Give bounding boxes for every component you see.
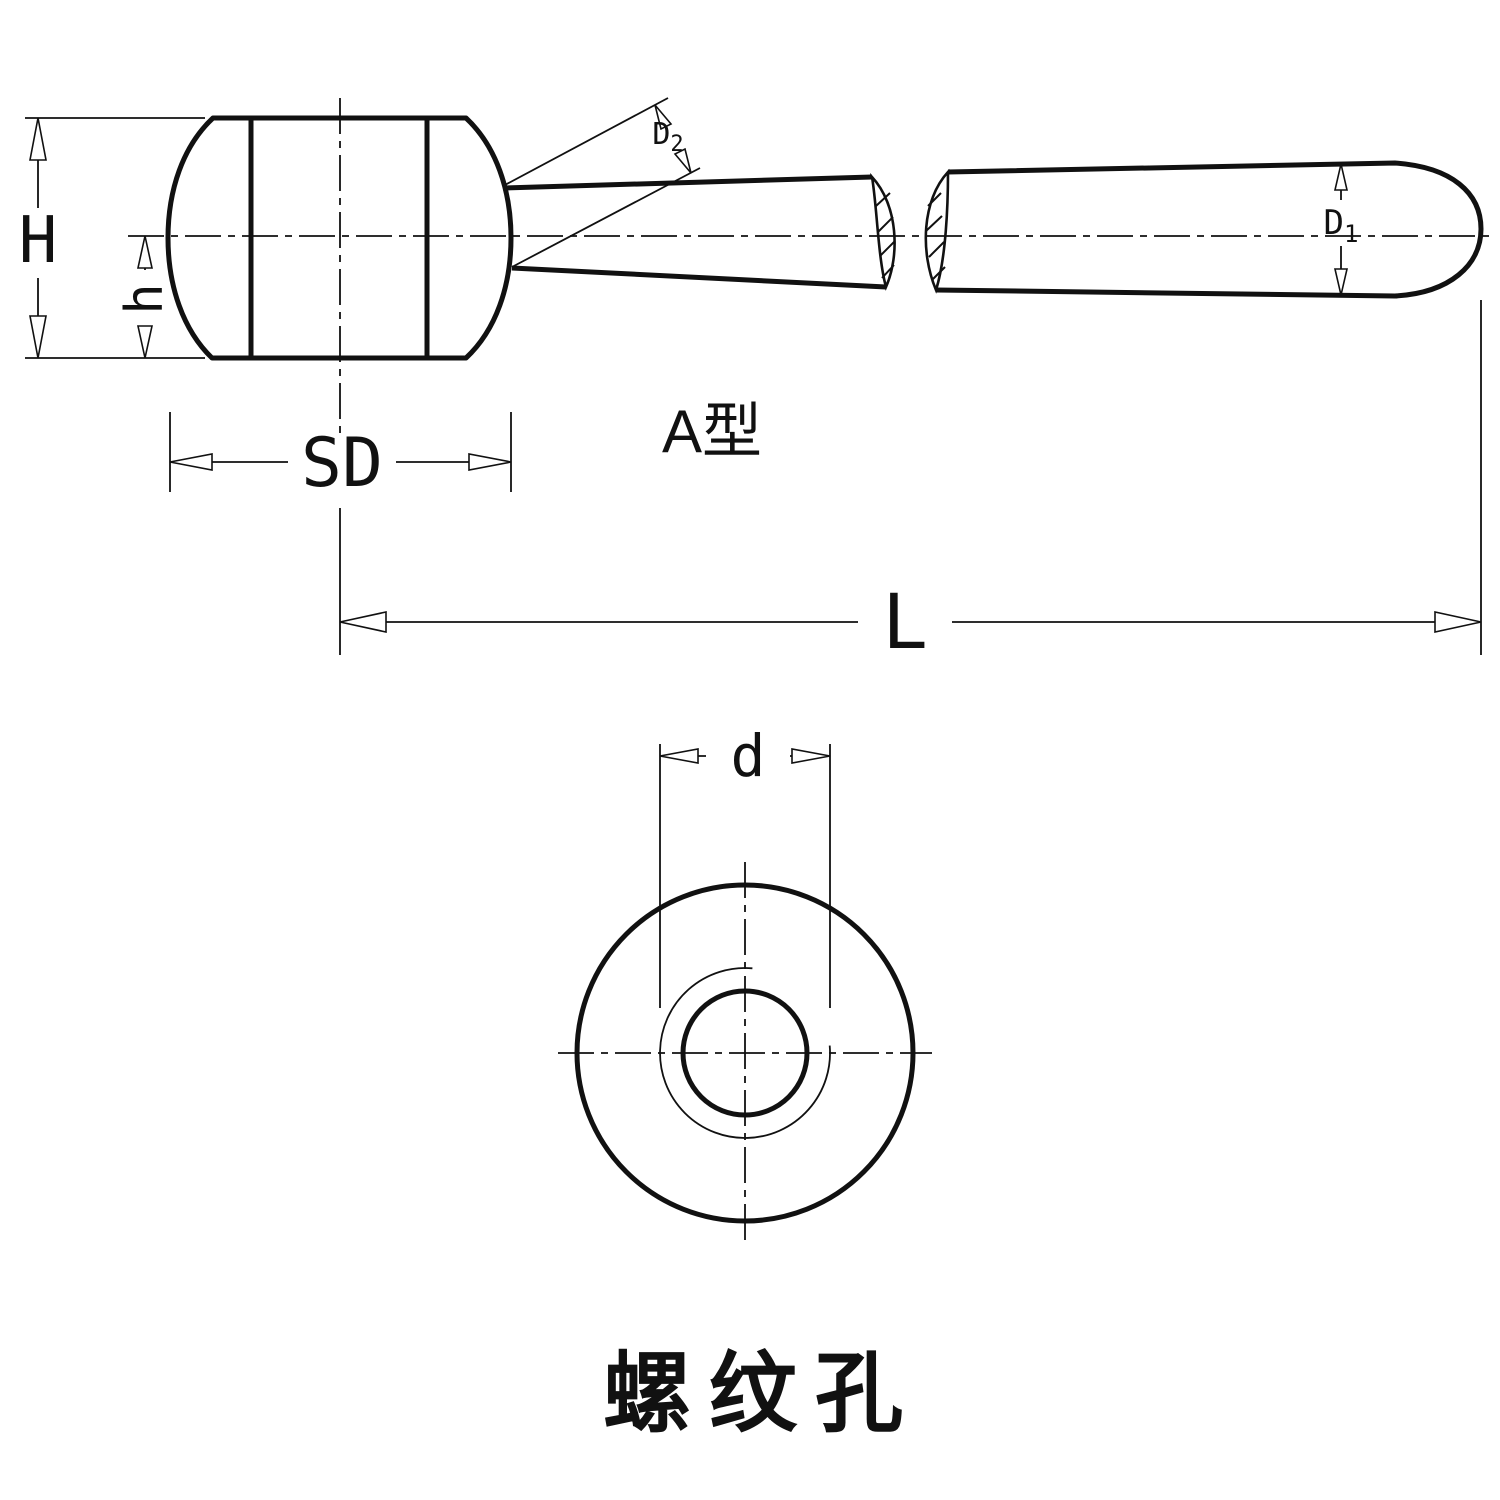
dim-D1-arrow-up-icon	[1333, 163, 1349, 191]
dim-h-label: h	[115, 283, 175, 314]
break-left-hatch-line	[881, 264, 895, 279]
dim-D1-arrow-down-icon	[1333, 268, 1349, 296]
dim-H-label: H	[19, 204, 58, 278]
thread-hole-title: 螺纹孔	[603, 1344, 921, 1443]
handle-top-edge	[502, 174, 873, 191]
dim-D1-label: D1	[1324, 203, 1359, 248]
dim-SD-arrow-right-icon	[468, 453, 512, 471]
dim-L-label: L	[882, 577, 928, 666]
dim-SD-arrow-left-icon	[169, 453, 213, 471]
dim-h-arrow-down-icon	[137, 325, 153, 359]
dim-h-arrow-up-icon	[137, 235, 153, 269]
type-a-label: A型	[662, 398, 762, 465]
dim-d-label: d	[731, 722, 766, 790]
dim-D1-letter: D	[1324, 203, 1344, 243]
dim-D2-extension-lower	[511, 167, 701, 268]
thread-major-arc	[659, 967, 831, 1139]
dim-D2-extension-upper	[502, 97, 669, 187]
dim-L-arrow-right-icon	[1434, 611, 1482, 633]
dim-SD-label: SD	[301, 424, 383, 503]
break-left-hatch-line	[875, 192, 891, 207]
break-left-hatch-line	[879, 240, 896, 257]
dim-D2-arrow-down-icon	[673, 147, 692, 174]
break-right-hatch-line	[928, 241, 945, 258]
dim-L-arrow-left-icon	[339, 611, 387, 633]
dim-d-arrow-right-icon	[791, 748, 831, 764]
dim-D2-letter: D	[652, 117, 670, 152]
dim-H-arrow-down-icon	[29, 315, 47, 359]
break-right-hatch-line	[925, 215, 943, 232]
dim-D1-subscript: 1	[1344, 220, 1358, 248]
dim-D2-subscript: 2	[670, 132, 683, 157]
handle-break-left	[869, 172, 896, 291]
break-left-hatch-line	[877, 216, 894, 233]
break-right-hatch-line	[931, 266, 946, 281]
dim-D2-label: D2	[652, 117, 683, 157]
dim-H-arrow-up-icon	[29, 117, 47, 161]
handle-right-segment	[935, 160, 1484, 299]
dim-d-arrow-left-icon	[659, 748, 699, 764]
handle-bottom-edge	[511, 265, 887, 290]
break-right-hatch-line	[927, 192, 942, 207]
dim-D2-arrow-up-icon	[654, 104, 673, 131]
